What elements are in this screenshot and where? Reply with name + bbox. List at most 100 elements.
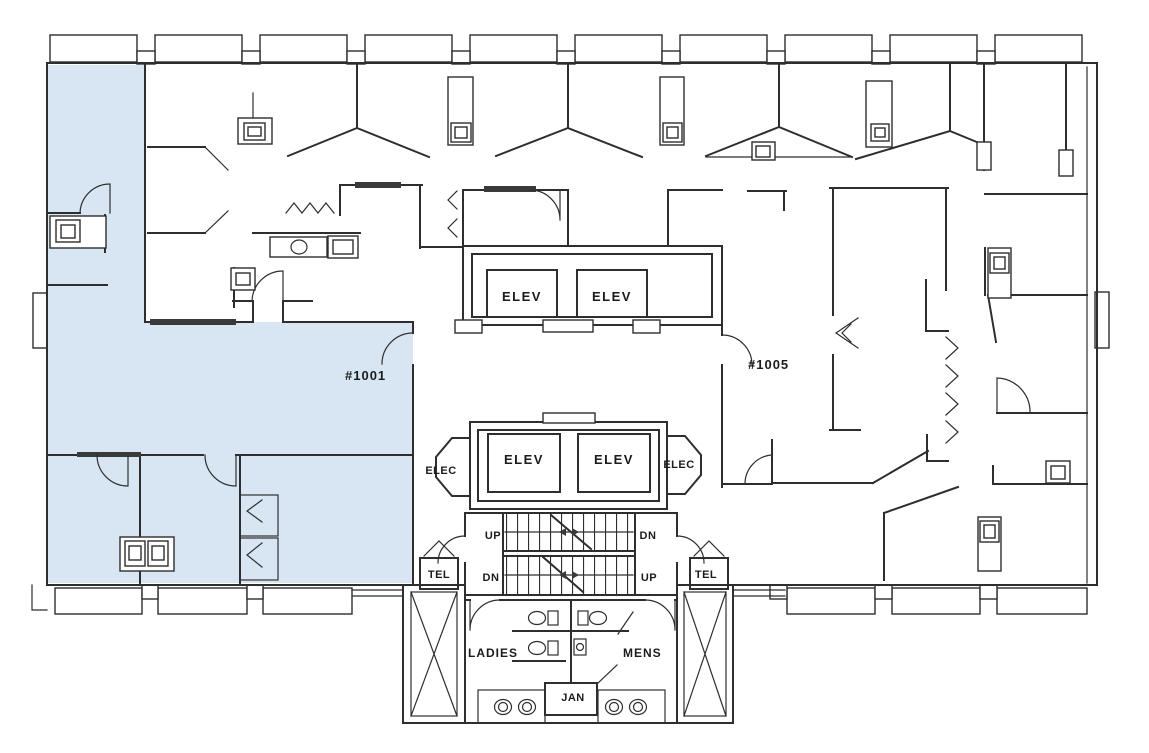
shafts	[351, 584, 786, 724]
window	[259, 34, 348, 63]
window	[32, 292, 48, 349]
closet	[239, 494, 279, 537]
closet	[239, 537, 279, 581]
direction-arrow-icon	[572, 528, 579, 536]
supply-shaft	[402, 584, 466, 724]
upper-elevator-bank	[419, 186, 787, 488]
monitor-icon	[751, 141, 776, 161]
elec-label-right: ELEC	[663, 459, 694, 471]
mens-room-label: MENS	[623, 646, 662, 660]
tel-label-right: TEL	[695, 569, 717, 581]
suite-1001-label: #1001	[345, 368, 386, 383]
window	[1094, 291, 1110, 349]
window	[996, 587, 1088, 615]
desk-icon	[447, 76, 474, 146]
desk-icon	[865, 80, 893, 148]
elec-label-left: ELEC	[425, 465, 456, 477]
accordion-partition-icon	[945, 336, 959, 444]
window	[154, 34, 243, 63]
door-leaf	[617, 611, 634, 635]
building-outline	[31, 62, 1098, 611]
door-swing-icon	[834, 317, 859, 349]
elevator-cell	[576, 269, 648, 318]
toilet-icon	[527, 610, 559, 626]
restrooms	[464, 599, 678, 724]
sink-counter	[477, 689, 546, 724]
printer-icon	[237, 92, 273, 145]
window	[786, 587, 876, 615]
monitor-icon	[1045, 460, 1071, 484]
coat-hooks-icon	[245, 499, 263, 523]
supply-shaft	[676, 584, 734, 724]
door-arc	[721, 334, 753, 366]
tel-label-left: TEL	[428, 569, 450, 581]
elevator-cell	[577, 433, 651, 493]
window	[574, 34, 663, 63]
sink-icon	[628, 698, 648, 716]
sink-icon	[290, 239, 308, 255]
coat-hooks-icon	[246, 542, 263, 568]
door-arc	[79, 183, 111, 214]
door-arc	[204, 454, 237, 487]
suite-1005-walls	[721, 187, 1088, 581]
window-pier	[246, 584, 264, 600]
window	[262, 587, 353, 615]
sink-icon	[517, 698, 537, 716]
elec-closet	[666, 435, 702, 495]
desk-icon	[987, 247, 1012, 299]
stairs-up-label-2: UP	[641, 572, 657, 584]
door-leaf	[597, 664, 618, 684]
sink-counter	[597, 689, 666, 724]
window	[891, 587, 981, 615]
window	[784, 34, 873, 63]
elevator-label-3: ELEV	[504, 452, 544, 467]
kitchen-counter	[269, 235, 359, 259]
ladies-room-label: LADIES	[468, 646, 518, 660]
labels: ELEV ELEV ELEV ELEV ELEC ELEC TEL TEL UP…	[345, 289, 789, 704]
door-leaf	[204, 146, 229, 234]
desk-icon	[977, 516, 1002, 572]
door-arc	[529, 189, 561, 221]
stairwell	[464, 512, 678, 601]
door-arc	[676, 535, 705, 564]
door-swing-icon	[693, 540, 725, 557]
desk-icon	[659, 76, 685, 146]
elevator-label-2: ELEV	[592, 289, 632, 304]
stairs-down-label-1: DN	[640, 530, 657, 542]
lower-elevator-bank	[435, 412, 702, 510]
monitor-icon	[230, 267, 256, 291]
open-office-partitions	[286, 62, 1074, 177]
window-pier	[874, 584, 893, 600]
desk-icon	[119, 536, 175, 572]
window	[49, 34, 138, 63]
doors	[79, 146, 1031, 631]
door-arc	[644, 599, 676, 631]
window	[679, 34, 768, 63]
sink-icon	[493, 698, 513, 716]
furniture	[49, 76, 1071, 572]
toilet-icon	[527, 640, 559, 656]
direction-arrow-icon	[559, 528, 566, 536]
window-pier	[769, 584, 788, 600]
direction-arrow-icon	[559, 571, 566, 579]
coat-hooks-icon	[285, 202, 335, 214]
window	[469, 34, 558, 63]
elevator-label-1: ELEV	[502, 289, 542, 304]
stairs-up-label-1: UP	[485, 530, 501, 542]
stairs-down-label-2: DN	[483, 572, 500, 584]
door-arc	[469, 599, 501, 631]
desk-icon	[49, 215, 107, 249]
suite-1005-label: #1005	[748, 357, 789, 372]
elevator-label-4: ELEV	[594, 452, 634, 467]
door-arc	[744, 454, 773, 485]
window	[994, 34, 1083, 63]
sink-icon	[604, 698, 624, 716]
window	[157, 587, 248, 615]
window	[889, 34, 978, 63]
janitor-closet-label: JAN	[561, 692, 585, 704]
toilet-icon	[577, 610, 608, 626]
elevator-cell	[486, 269, 558, 318]
tel-closet	[689, 557, 729, 590]
